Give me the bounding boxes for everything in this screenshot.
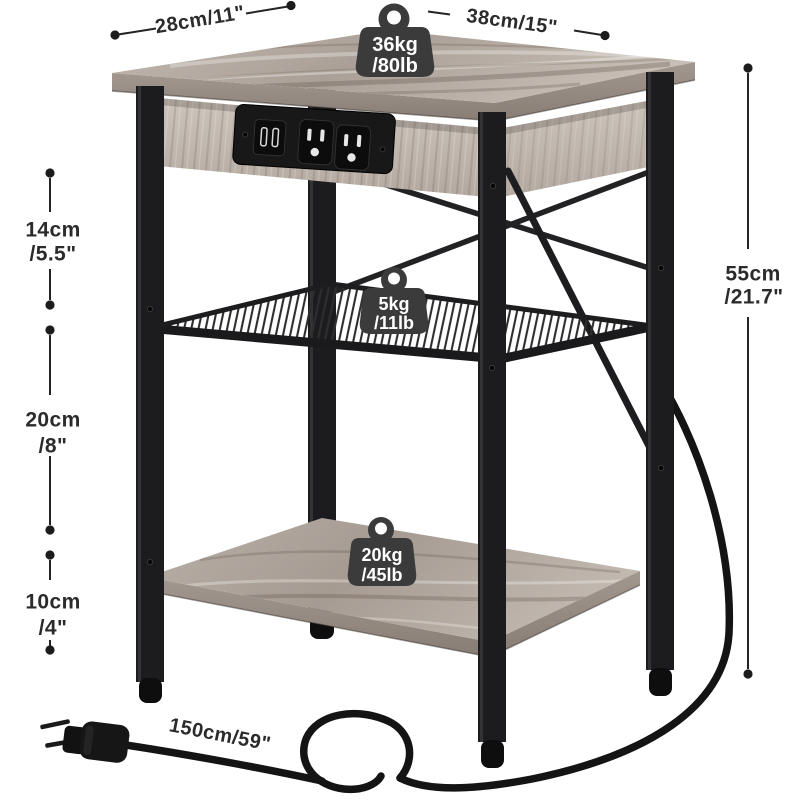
dimension-label-spacing-bottom-in: /4" [39, 617, 68, 640]
usb-ports-icon [252, 119, 287, 157]
power-strip [232, 103, 396, 175]
dimension-dot [743, 669, 753, 679]
panel-screw-left [242, 131, 248, 138]
dimension-label-height-in: /21.7" [724, 286, 783, 309]
screw-icon [658, 465, 664, 471]
side-x-brace [504, 167, 653, 450]
shelf-front-rail [153, 324, 505, 364]
dimension-label-spacing-bottom-cm: 10cm [25, 591, 80, 614]
panel-screw-right [379, 146, 386, 153]
screw-icon [490, 183, 496, 189]
dimension-dot [45, 550, 55, 560]
capacity-middle-lb: /11lb [374, 313, 414, 333]
dimension-dot [743, 63, 753, 73]
capacity-badge-tabletop: 36kg /80lb [355, 3, 435, 77]
dimension-label-spacing-middle-cm: 20cm [25, 409, 80, 432]
cord-loop [300, 709, 414, 794]
plug-prong [40, 719, 70, 730]
screw-icon [658, 265, 664, 271]
right-foot [649, 668, 672, 696]
dimension-dot [110, 30, 120, 40]
dimension-dot [45, 300, 55, 310]
capacity-bottom-lb: /45lb [361, 565, 402, 585]
front-leg [478, 112, 506, 768]
ac-outlet-icon [334, 124, 372, 171]
capacity-top-kg: 36kg [372, 34, 418, 56]
front-foot [481, 740, 504, 768]
screw-icon [147, 306, 153, 312]
dimension-annotations [45, 0, 753, 679]
dimension-label-width: 28cm/11" [154, 2, 247, 39]
capacity-badge-bottom-shelf: 20kg /45lb [347, 517, 417, 586]
capacity-badge-middle-shelf: 5kg /11lb [359, 267, 429, 334]
power-plug-icon [40, 719, 130, 763]
dimension-label-spacing-middle-in: /8" [39, 435, 68, 458]
ac-outlet-icon [297, 119, 335, 166]
dimension-label-spacing-top-cm: 14cm [25, 219, 80, 242]
dimension-dot [45, 645, 55, 655]
left-foot [139, 678, 162, 703]
left-leg [136, 86, 164, 703]
dimension-dot [45, 168, 55, 178]
right-leg [646, 72, 674, 696]
capacity-middle-kg: 5kg [378, 294, 409, 314]
screw-icon [147, 559, 153, 565]
dimension-dot [286, 0, 296, 11]
screw-icon [489, 365, 495, 371]
dimension-label-depth: 38cm/15" [465, 5, 559, 39]
power-cord [122, 364, 734, 794]
capacity-top-lb: /80lb [372, 55, 418, 77]
capacity-bottom-kg: 20kg [361, 545, 402, 565]
dimension-label-height-cm: 55cm [725, 263, 780, 286]
dimension-dot [45, 325, 55, 335]
dimension-label-cord: 150cm/59" [167, 714, 272, 755]
dimension-label-spacing-top-in: /5.5" [30, 243, 77, 266]
dimension-dot [45, 525, 55, 535]
dimension-dot [600, 30, 610, 41]
